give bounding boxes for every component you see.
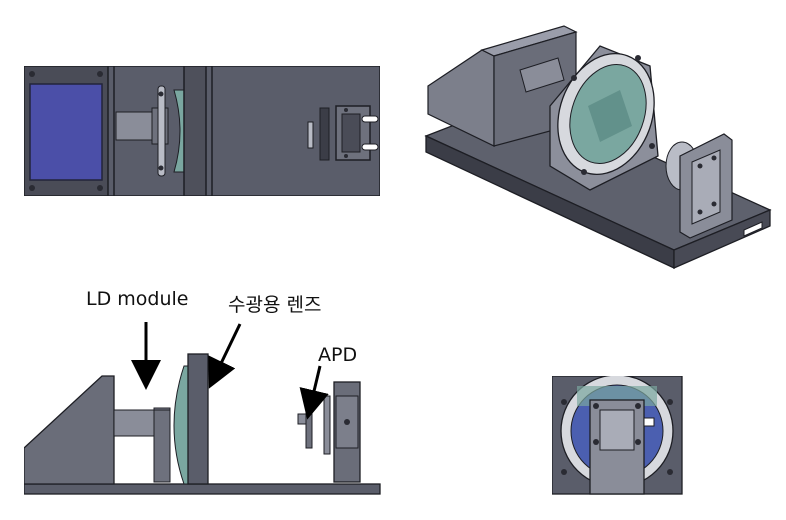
side-wedge [24, 375, 115, 485]
side-view [24, 352, 382, 496]
side-lens-holder [187, 353, 209, 485]
ld-cylinder [115, 111, 153, 141]
isometric-view [424, 6, 774, 274]
label-ld-module: LD module [86, 288, 189, 310]
ld-window [29, 83, 103, 181]
side-ld-cylinder [113, 409, 155, 437]
lens-edge [173, 89, 185, 173]
apd-post [307, 121, 314, 149]
side-apd [297, 413, 307, 425]
iso-ld-cylinder [519, 57, 565, 93]
side-lens [173, 365, 189, 485]
side-base [24, 483, 381, 495]
lens-holder [183, 66, 207, 196]
top-view [24, 66, 380, 196]
front-view [552, 376, 684, 496]
label-apd: APD [318, 344, 358, 366]
label-receiver-lens: 수광용 렌즈 [228, 294, 322, 316]
ld-mount-bar [157, 85, 166, 177]
